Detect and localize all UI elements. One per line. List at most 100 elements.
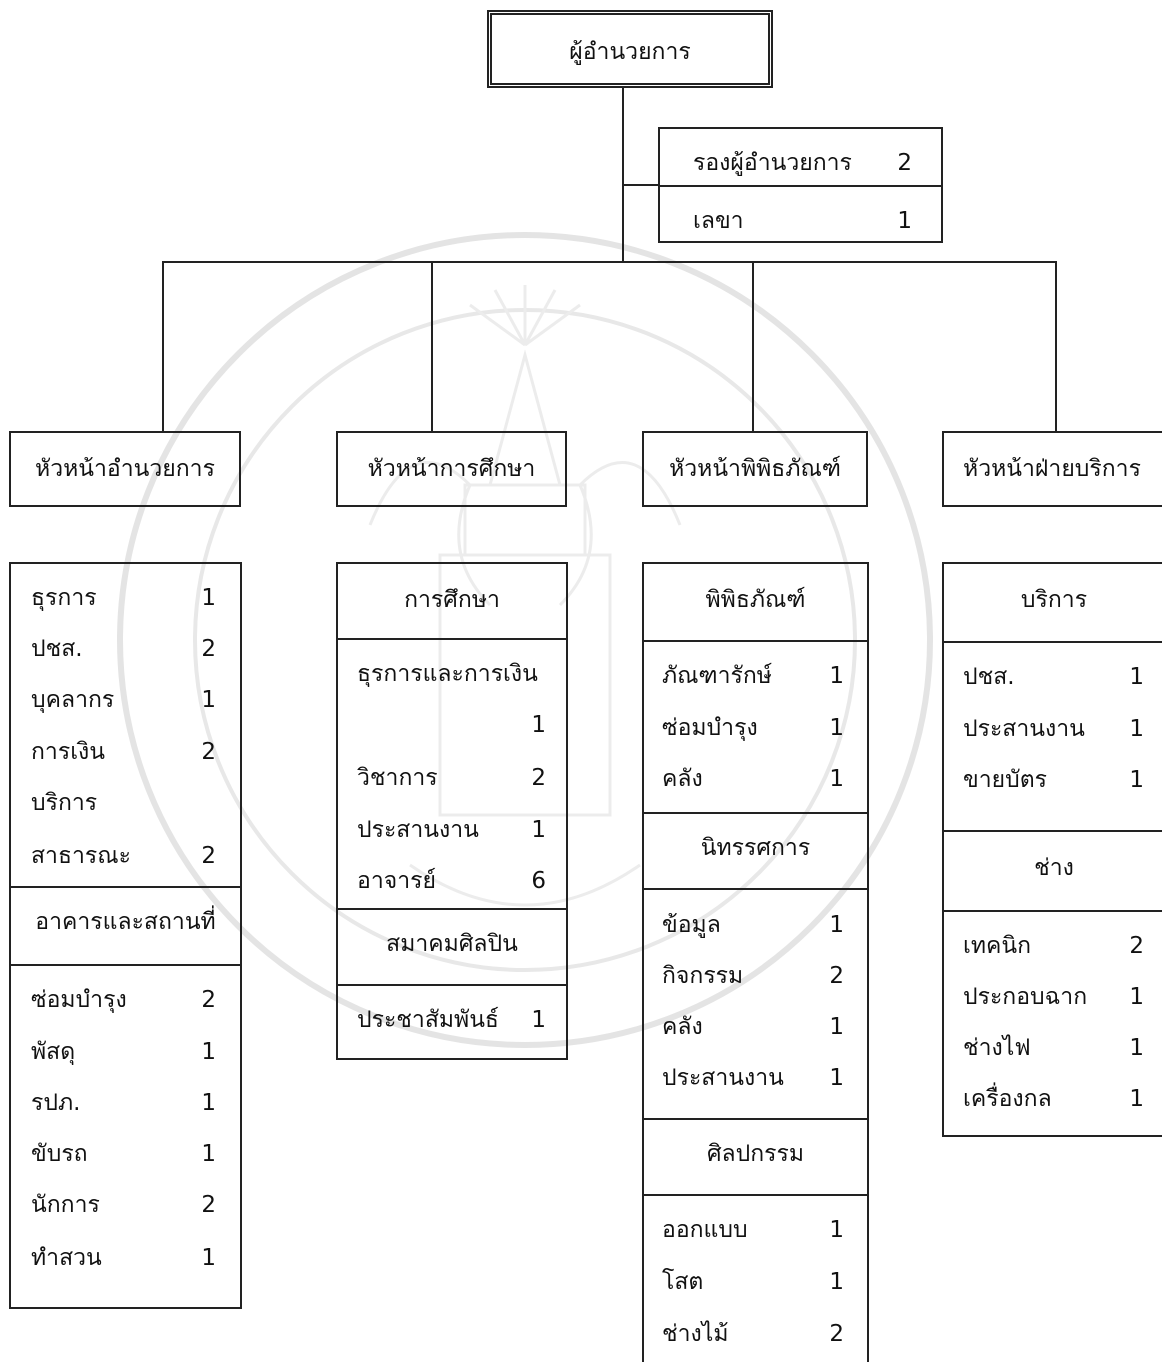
director-label: ผู้อำนวยการ (569, 39, 691, 65)
list-item-count: 1 (201, 1245, 216, 1271)
list-item-label: วิชาการ (357, 765, 438, 791)
secretary-count: 1 (897, 208, 912, 234)
list-item-label: ขายบัตร (963, 767, 1048, 793)
connector-head-1 (162, 261, 164, 431)
list-item-label: ช่างไม้ (662, 1321, 729, 1347)
list-item-count: 2 (201, 987, 216, 1013)
list-item-count: 1 (829, 1269, 844, 1295)
section-divider (338, 984, 566, 986)
list-item-count: 1 (531, 1007, 546, 1033)
head-museum-label: หัวหน้าพิพิธภัณฑ์ (669, 456, 841, 482)
list-item-count: 1 (829, 1065, 844, 1091)
list-item-label: อาจารย์ (357, 868, 436, 894)
list-item-label: ซ่อมบำรุง (662, 715, 758, 741)
section-divider (944, 641, 1162, 643)
list-item-count: 1 (829, 715, 844, 741)
list-item-label: รปภ. (31, 1090, 81, 1116)
list-item-count: 1 (829, 1014, 844, 1040)
connector-head-3 (752, 261, 754, 432)
head-education-box: หัวหน้าการศึกษา (336, 431, 567, 507)
section-title: พิพิธภัณฑ์ (705, 587, 806, 613)
head-service-box: หัวหน้าฝ่ายบริการ (942, 431, 1162, 507)
list-item-label: ภัณฑารักษ์ (662, 663, 772, 689)
list-item-count: 1 (1129, 984, 1144, 1010)
deputy-count: 2 (897, 150, 912, 176)
list-item-label: ออกแบบ (662, 1217, 748, 1243)
list-item-count: 1 (201, 1141, 216, 1167)
list-item-count: 1 (829, 1217, 844, 1243)
list-item-label: ขับรถ (31, 1141, 88, 1167)
list-item-count: 2 (829, 963, 844, 989)
section-title: อาคารและสถานที่ (35, 909, 216, 935)
director-box: ผู้อำนวยการ (487, 10, 773, 88)
section-title: ศิลปกรรม (706, 1141, 805, 1167)
list-item-label: สาธารณะ (31, 843, 131, 869)
list-item-count: 1 (829, 663, 844, 689)
section-title: สมาคมศิลปิน (386, 931, 518, 957)
section-divider (644, 1118, 867, 1120)
connector-deputy-branch (622, 184, 659, 186)
admin-staff-box: ธุรการ 1 ปชส. 2 บุคลากร 1 การเงิน 2 บริก… (9, 562, 242, 1309)
section-divider (944, 910, 1162, 912)
section-divider (644, 1194, 867, 1196)
section-title: การศึกษา (404, 587, 500, 613)
list-item-count: 2 (201, 739, 216, 765)
list-item-label: คลัง (662, 766, 703, 792)
section-title: นิทรรศการ (700, 835, 811, 861)
list-item-count: 1 (201, 687, 216, 713)
list-item-count: 1 (201, 585, 216, 611)
deputy-box: รองผู้อำนวยการ 2 เลขา 1 (658, 127, 943, 243)
head-education-label: หัวหน้าการศึกษา (367, 456, 536, 482)
list-item-label: ธุรการและการเงิน (357, 661, 538, 687)
list-item-count: 2 (1129, 933, 1144, 959)
list-item-label: ปชส. (31, 636, 83, 662)
head-admin-label: หัวหน้าอำนวยการ (35, 456, 215, 482)
connector-head-4 (1055, 261, 1057, 432)
list-item-label: ช่างไฟ (963, 1035, 1031, 1061)
list-item-label: ประสานงาน (357, 817, 479, 843)
list-item-label: พัสดุ (31, 1039, 76, 1065)
connector-head-2 (431, 261, 433, 432)
list-item-label: เทคนิก (963, 933, 1032, 959)
section-divider (338, 908, 566, 910)
list-item-label: ประสานงาน (963, 716, 1085, 742)
list-item-count: 1 (1129, 1035, 1144, 1061)
list-item-label: บริการ (31, 790, 98, 816)
list-item-label: บุคลากร (31, 687, 115, 713)
education-staff-box: การศึกษา ธุรการและการเงิน 1 วิชาการ 2 ปร… (336, 562, 568, 1060)
deputy-label: รองผู้อำนวยการ (693, 150, 852, 176)
list-item-label: โสต (662, 1269, 704, 1295)
section-divider (338, 638, 566, 640)
list-item-count: 1 (829, 766, 844, 792)
list-item-count: 1 (201, 1039, 216, 1065)
list-item-count: 1 (1129, 1086, 1144, 1112)
head-museum-box: หัวหน้าพิพิธภัณฑ์ (642, 431, 868, 507)
section-title: ช่าง (1034, 855, 1074, 881)
list-item-count: 2 (201, 843, 216, 869)
list-item-label: ทำสวน (31, 1245, 102, 1271)
list-item-count: 1 (829, 912, 844, 938)
list-item-label: กิจกรรม (662, 963, 744, 989)
list-item-label: ประสานงาน (662, 1065, 784, 1091)
head-service-label: หัวหน้าฝ่ายบริการ (963, 456, 1141, 482)
section-divider (644, 888, 867, 890)
list-item-count: 1 (201, 1090, 216, 1116)
list-item-label: ซ่อมบำรุง (31, 987, 127, 1013)
list-item-count: 1 (1129, 716, 1144, 742)
list-item-label: ประกอบฉาก (963, 984, 1088, 1010)
list-item-label: คลัง (662, 1014, 703, 1040)
section-divider (644, 812, 867, 814)
list-item-label: ข้อมูล (662, 912, 721, 938)
secretary-label: เลขา (693, 208, 744, 234)
list-item-count: 6 (531, 868, 546, 894)
connector-heads-bus (162, 261, 1057, 263)
list-item-count: 1 (1129, 664, 1144, 690)
list-item-label: ปชส. (963, 664, 1015, 690)
list-item-label: การเงิน (31, 739, 106, 765)
list-item-count: 1 (531, 817, 546, 843)
deputy-divider (660, 185, 941, 187)
section-divider (644, 640, 867, 642)
connector-director-trunk (622, 87, 624, 263)
list-item-label: นักการ (31, 1192, 100, 1218)
list-item-count: 1 (1129, 767, 1144, 793)
